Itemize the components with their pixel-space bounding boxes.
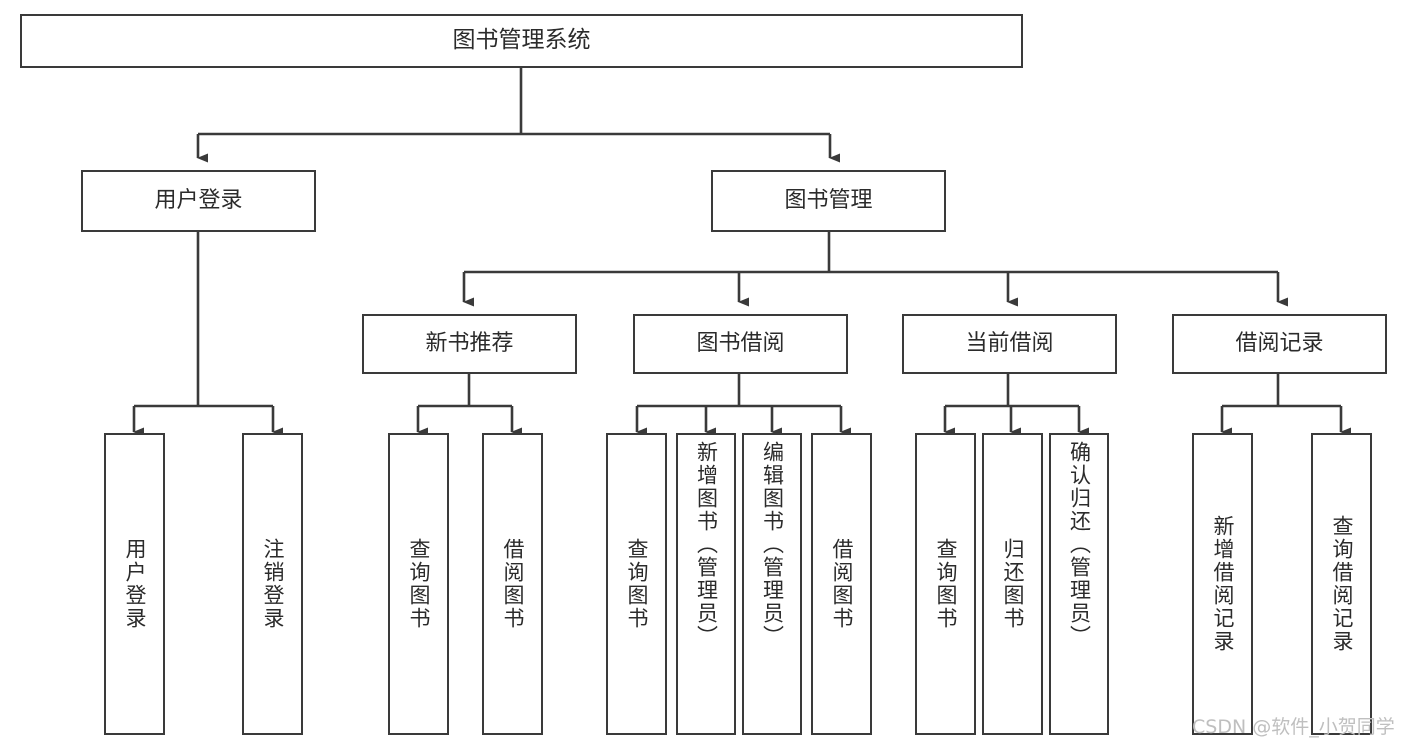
node-book-borrow[interactable]: 图书借阅 [633, 314, 848, 374]
node-label: 查询图书 [625, 538, 649, 630]
node-book-management[interactable]: 图书管理 [711, 170, 946, 232]
leaf-newbook-query-book[interactable]: 查询图书 [388, 433, 449, 735]
node-label: 借阅图书 [830, 538, 854, 630]
node-label: 查询图书 [934, 538, 958, 630]
node-borrow-record[interactable]: 借阅记录 [1172, 314, 1387, 374]
node-label: 新增借阅记录 [1211, 515, 1235, 653]
node-label: 新书推荐 [425, 330, 514, 356]
leaf-currentborrow-query-book[interactable]: 查询图书 [915, 433, 976, 735]
node-current-borrow[interactable]: 当前借阅 [902, 314, 1117, 374]
node-label: 图书管理 [784, 187, 873, 213]
node-label: 图书管理系统 [452, 27, 591, 54]
leaf-user-login-signout[interactable]: 注销登录 [242, 433, 303, 735]
node-root-system[interactable]: 图书管理系统 [20, 14, 1023, 68]
node-label: 确认归还（管理员） [1067, 441, 1092, 648]
node-label: 用户登录 [123, 538, 147, 630]
node-label: 图书借阅 [696, 330, 785, 356]
node-label: 归还图书 [1001, 538, 1025, 630]
leaf-currentborrow-return-book[interactable]: 归还图书 [982, 433, 1043, 735]
node-label: 注销登录 [261, 538, 285, 630]
node-label: 用户登录 [154, 187, 243, 213]
node-label: 借阅记录 [1235, 330, 1324, 356]
leaf-currentborrow-confirm-return-admin[interactable]: 确认归还（管理员） [1049, 433, 1109, 735]
node-label: 查询借阅记录 [1330, 515, 1354, 653]
leaf-bookborrow-borrow-book[interactable]: 借阅图书 [811, 433, 872, 735]
leaf-newbook-borrow-book[interactable]: 借阅图书 [482, 433, 543, 735]
node-label: 借阅图书 [501, 538, 525, 630]
leaf-bookborrow-add-book-admin[interactable]: 新增图书（管理员） [676, 433, 736, 735]
node-label: 查询图书 [407, 538, 431, 630]
node-label: 编辑图书（管理员） [760, 441, 785, 648]
node-user-login[interactable]: 用户登录 [81, 170, 316, 232]
leaf-borrowrecord-add-record[interactable]: 新增借阅记录 [1192, 433, 1253, 735]
node-label: 新增图书（管理员） [694, 441, 719, 648]
leaf-bookborrow-edit-book-admin[interactable]: 编辑图书（管理员） [742, 433, 802, 735]
node-label: 当前借阅 [965, 330, 1054, 356]
leaf-user-login-signin[interactable]: 用户登录 [104, 433, 165, 735]
node-new-book-recommend[interactable]: 新书推荐 [362, 314, 577, 374]
leaf-bookborrow-query-book[interactable]: 查询图书 [606, 433, 667, 735]
leaf-borrowrecord-query-record[interactable]: 查询借阅记录 [1311, 433, 1372, 735]
